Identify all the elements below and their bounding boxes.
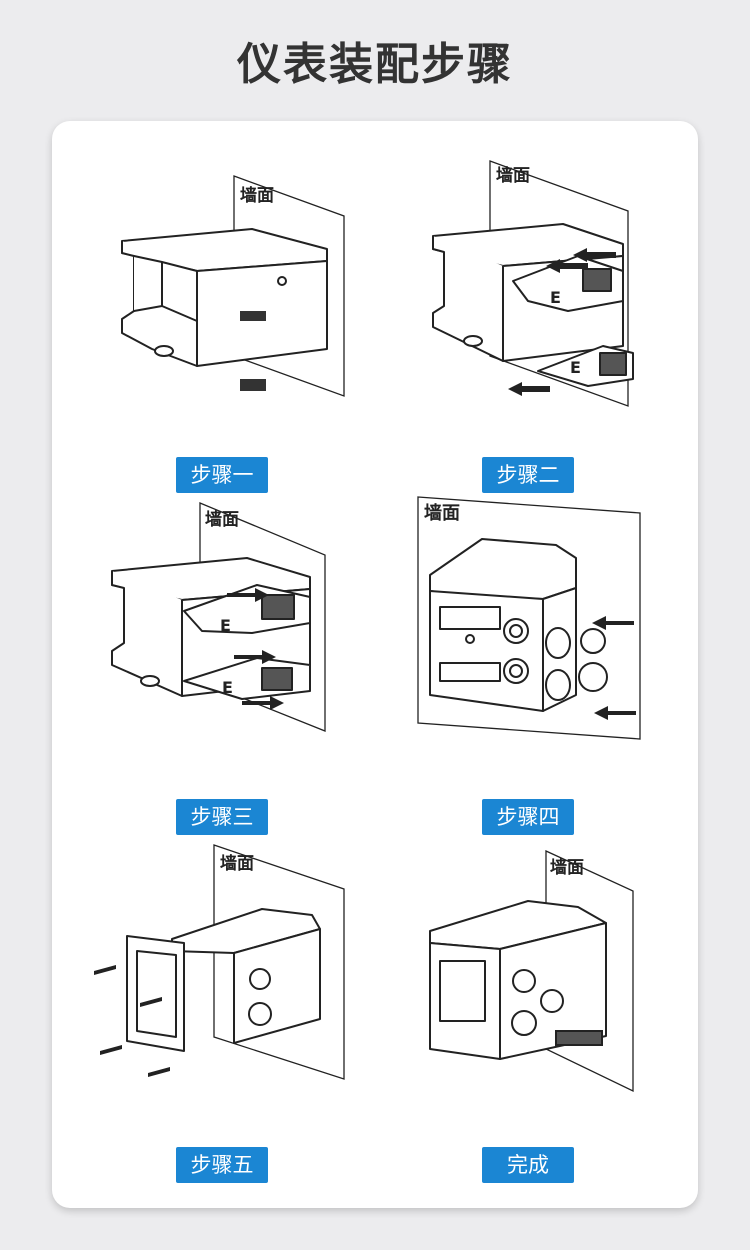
- screw-icon: [94, 965, 170, 1077]
- svg-text:E: E: [222, 678, 233, 697]
- cable-gland-group: [503, 618, 608, 701]
- step-5: 墙面 步骤五: [72, 844, 372, 1183]
- e-clip-upper: E: [512, 255, 624, 312]
- step-4: 墙面 步骤四: [378, 496, 678, 835]
- step-complete: 墙面 完成: [378, 849, 678, 1183]
- step-4-illustration: 墙面: [417, 496, 641, 740]
- step-3-illustration: 墙面 E E: [111, 502, 326, 732]
- e-mark: E: [220, 616, 231, 635]
- e-clip-upper: E: [183, 584, 311, 635]
- step-1-label: 步骤一: [176, 457, 268, 493]
- wall-label: 墙面: [220, 853, 254, 874]
- arrow-icon: [592, 616, 636, 720]
- wall-label: 墙面: [550, 857, 584, 878]
- step-2: 墙面 E E 步骤二: [378, 160, 678, 493]
- wall-label: 墙面: [205, 509, 239, 530]
- arrow-icon: [227, 588, 284, 710]
- e-clip-lower: E: [537, 345, 634, 387]
- step-3: 墙面 E E 步骤三: [72, 502, 372, 835]
- mounting-plate: [126, 935, 185, 1052]
- arrow-icon: [508, 248, 616, 396]
- meter-housing: [171, 908, 321, 1044]
- meter-housing: [429, 900, 607, 1060]
- assembly-steps-card: 墙面 步骤一 墙面: [52, 121, 698, 1208]
- wall-label: 墙面: [240, 185, 274, 206]
- wall-label: 墙面: [496, 165, 530, 186]
- wall-label: 墙面: [424, 502, 460, 524]
- e-mark: E: [550, 288, 561, 307]
- page-title: 仪表装配步骤: [237, 39, 513, 90]
- step-4-label: 步骤四: [482, 799, 574, 835]
- step-3-label: 步骤三: [176, 799, 268, 835]
- step-1: 墙面 步骤一: [72, 161, 372, 493]
- step-1-illustration: 墙面: [121, 175, 345, 397]
- svg-text:E: E: [570, 358, 581, 377]
- mounting-slots: [240, 311, 266, 391]
- step-5-illustration: 墙面: [94, 844, 345, 1080]
- step-complete-illustration: 墙面: [429, 849, 634, 1093]
- bracket: [121, 228, 328, 367]
- e-clip-lower: E: [183, 657, 311, 700]
- e-clip-lower: [555, 1030, 603, 1046]
- step-complete-label: 完成: [482, 1147, 574, 1183]
- step-2-illustration: 墙面 E E: [432, 160, 634, 407]
- step-5-label: 步骤五: [176, 1147, 268, 1183]
- step-2-label: 步骤二: [482, 457, 574, 493]
